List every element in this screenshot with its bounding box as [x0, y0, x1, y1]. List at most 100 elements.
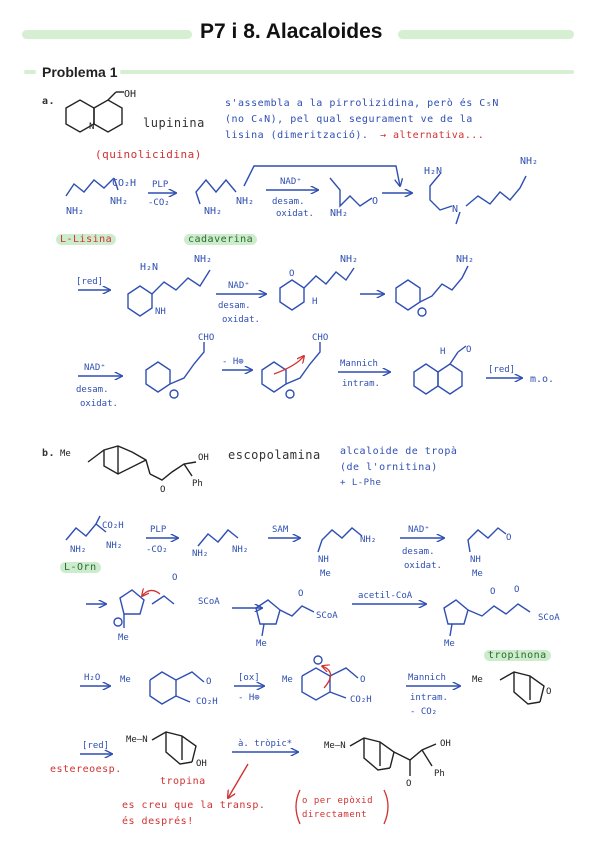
- putrescine-structure: [197, 529, 239, 547]
- escop-oh: OH: [198, 453, 209, 463]
- minus-co2-label-b: -CO₂: [146, 545, 168, 555]
- alt-arrow: [243, 165, 400, 186]
- cad-nh2a: NH₂: [204, 206, 222, 217]
- tropine-me: Me—N: [126, 735, 148, 745]
- pyr-curly-arrow: [142, 590, 161, 596]
- sam-label: SAM: [272, 525, 289, 535]
- oxidat-label-2: oxidat.: [222, 315, 260, 325]
- pyrrolinium-structure: [113, 589, 175, 628]
- section-bar-left: [24, 70, 36, 74]
- dimer-h2n: H₂N: [140, 262, 158, 273]
- minus-h-label: - H⊕: [222, 357, 244, 367]
- tropinona-label: tropinona: [484, 650, 551, 661]
- note-a-2: (no C₄N), pel qual segurament ve de la: [225, 114, 473, 125]
- imine-nh2: NH₂: [520, 156, 538, 167]
- atropic-label: à. tròpic*: [238, 738, 292, 749]
- pyrrolidine-ketone-structure: [255, 599, 315, 637]
- arrow-transp: [228, 763, 249, 798]
- orn-nh2b: NH₂: [70, 545, 86, 555]
- enamine-curly-arrow: [273, 356, 304, 375]
- ornithine-structure: [65, 515, 107, 541]
- ald-nh2: NH₂: [330, 208, 348, 219]
- escop-ph: Ph: [192, 479, 203, 489]
- iminium-1-nh2: NH₂: [456, 254, 474, 265]
- nad-label-2: NAD⁺: [228, 281, 250, 291]
- pk-scoa: SCoA: [316, 611, 338, 621]
- epoxid-bracket-right: [383, 789, 389, 825]
- keto-acid-structure: [149, 671, 205, 705]
- iminium-ald-cho: CHO: [198, 333, 214, 343]
- escopolamina-label: escopolamina: [228, 448, 321, 462]
- mo-label: m.o.: [530, 374, 554, 385]
- page-title: P7 i 8. Alacaloides: [200, 20, 383, 43]
- lupinal-o: O: [466, 345, 471, 355]
- oxidat-label-3: oxidat.: [80, 399, 118, 409]
- lysine-co2h: CO₂H: [112, 178, 136, 189]
- imine-h2n: H₂N: [424, 166, 442, 177]
- enamine-structure: [261, 342, 321, 399]
- intram-label-b: intram.: [410, 693, 448, 703]
- tropina-label: tropina: [160, 776, 206, 787]
- imine-n: N: [452, 204, 458, 215]
- pyrrolidine-diketone-structure: [443, 599, 531, 637]
- tropine-structure: [151, 731, 197, 765]
- ka-co2h: CO₂H: [196, 697, 218, 707]
- pyr-scoa: SCoA: [198, 597, 220, 607]
- quinolicidina-label: (quinolicidina): [95, 148, 202, 161]
- desam-label-3: desam.: [76, 385, 109, 395]
- pyr-o: O: [172, 573, 177, 583]
- hyo-oh: OH: [440, 739, 451, 749]
- orn-nh2a: NH₂: [106, 541, 122, 551]
- lupinina-label: lupinina: [143, 116, 205, 130]
- minus-co2-label-b2: - CO₂: [410, 707, 437, 717]
- iks-curly-arrow: [322, 666, 332, 689]
- minus-co2-label: -CO₂: [148, 198, 170, 208]
- pdk-o2: O: [514, 585, 519, 595]
- lysine-nh2b: NH₂: [66, 206, 84, 217]
- lupinal-structure: [413, 345, 467, 395]
- pdk-me: Me: [444, 639, 455, 649]
- ka-o: O: [206, 677, 211, 687]
- estereoesp-label: estereoesp.: [50, 764, 122, 775]
- alternativa-note: → alternativa...: [380, 130, 485, 141]
- nmp-nh2: NH₂: [360, 535, 376, 545]
- desam-label-1: desam.: [272, 197, 305, 207]
- tropinone-me: Me: [472, 675, 483, 685]
- title-bar-right: [398, 30, 574, 39]
- imine-dimer-structure: [429, 173, 527, 225]
- plp-label-b: PLP: [150, 525, 167, 535]
- ald-amine-h: H: [312, 297, 317, 307]
- red-label-b: [red]: [82, 741, 109, 751]
- aldehyde-structure: [329, 177, 373, 208]
- note-a-1: s'assembla a la pirrolizidina, però és C…: [225, 98, 499, 109]
- nad-label-1: NAD⁺: [280, 177, 302, 187]
- n-methylputrescine-structure: [317, 527, 363, 553]
- transp-note-1: es creu que la transp.: [122, 800, 266, 811]
- iminium-ald-structure: [145, 342, 205, 399]
- escopolamina-structure: [87, 445, 197, 481]
- epoxid-note-1: o per epòxid: [302, 796, 374, 806]
- lupinina-structure: [65, 91, 124, 133]
- iks-o: O: [360, 675, 365, 685]
- nmp-nh: NH: [318, 555, 329, 565]
- note-b-1: alcaloide de tropà: [340, 446, 458, 457]
- iks-me: Me: [282, 675, 293, 685]
- intram-label-a: intram.: [342, 379, 380, 389]
- oxidat-label-b: oxidat.: [404, 561, 442, 571]
- iminium-keto-acid-structure: [301, 655, 359, 701]
- dimer-nh: NH: [155, 307, 166, 317]
- aa-me: Me: [472, 569, 483, 579]
- plp-label: PLP: [152, 180, 169, 190]
- ald-amine-structure: [279, 267, 355, 311]
- ald-amine-nh2: NH₂: [340, 254, 358, 265]
- amine-dimer-structure: [127, 269, 211, 317]
- part-b-label: b.: [42, 448, 56, 459]
- pyr-me: Me: [118, 633, 129, 643]
- lupinina-n: N: [89, 122, 94, 132]
- epoxid-note-2: directament: [302, 810, 368, 820]
- pdk-scoa: SCoA: [538, 613, 560, 623]
- mannich-label-a: Mannich: [340, 359, 378, 369]
- section-bar-right: [120, 70, 574, 74]
- escop-o: O: [160, 485, 165, 495]
- acetil-label: acetil-CoA: [358, 591, 413, 601]
